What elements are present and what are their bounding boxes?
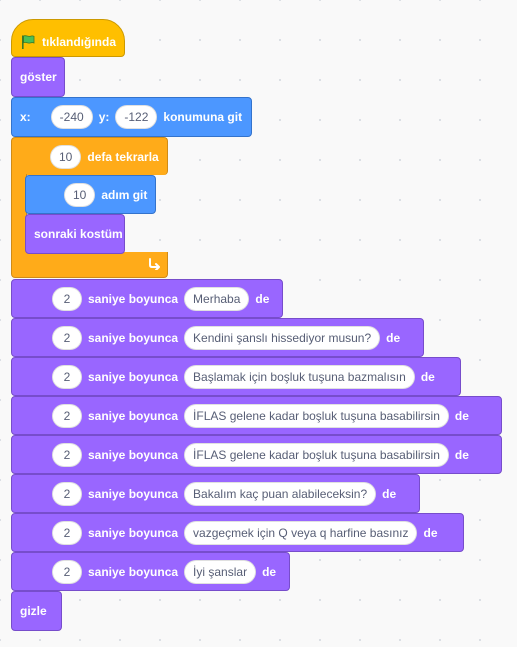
- x-value-input[interactable]: -240: [50, 105, 93, 129]
- x-label: x:: [20, 110, 31, 124]
- hide-label: gizle: [20, 604, 47, 618]
- say-for-secs-block[interactable]: 2 saniye boyunca Merhaba de: [11, 279, 283, 318]
- secs-input[interactable]: 2: [52, 559, 82, 584]
- say-secs-label: saniye boyunca: [88, 447, 179, 462]
- secs-input[interactable]: 2: [52, 520, 82, 545]
- say-suffix-label: de: [423, 525, 438, 540]
- say-for-secs-block[interactable]: 2 saniye boyunca İyi şanslar de: [11, 552, 290, 591]
- say-secs-label: saniye boyunca: [88, 369, 179, 384]
- secs-input[interactable]: 2: [52, 481, 82, 506]
- show-block[interactable]: göster: [11, 57, 65, 97]
- say-for-secs-block[interactable]: 2 saniye boyunca İFLAS gelene kadar boşl…: [11, 435, 502, 474]
- repeat-footer: [11, 252, 168, 278]
- secs-input[interactable]: 2: [52, 442, 82, 467]
- say-suffix-label: de: [386, 330, 401, 345]
- say-suffix-label: de: [382, 486, 397, 501]
- move-steps-label: adım git: [101, 187, 148, 202]
- repeat-count-input[interactable]: 10: [50, 144, 82, 169]
- message-input[interactable]: İFLAS gelene kadar boşluk tuşuna basabil…: [184, 442, 449, 467]
- message-input[interactable]: vazgeçmek için Q veya q harfine basınız: [184, 520, 418, 545]
- say-suffix-label: de: [454, 447, 469, 462]
- say-for-secs-block[interactable]: 2 saniye boyunca Bakalım kaç puan alabil…: [11, 474, 420, 513]
- say-for-secs-block[interactable]: 2 saniye boyunca Başlamak için boşluk tu…: [11, 357, 461, 396]
- say-secs-label: saniye boyunca: [88, 525, 179, 540]
- secs-input[interactable]: 2: [52, 325, 82, 350]
- message-input[interactable]: Başlamak için boşluk tuşuna bazmalısın: [184, 364, 415, 389]
- loop-arrow-icon: [147, 256, 161, 275]
- repeat-block[interactable]: 10 defa tekrarla: [11, 137, 168, 175]
- say-for-secs-block[interactable]: 2 saniye boyunca Kendini şanslı hissediy…: [11, 318, 424, 357]
- message-input[interactable]: Kendini şanslı hissediyor musun?: [184, 325, 381, 350]
- repeat-label: defa tekrarla: [87, 149, 159, 164]
- hide-block[interactable]: gizle: [11, 591, 62, 631]
- secs-input[interactable]: 2: [52, 364, 82, 389]
- steps-input[interactable]: 10: [64, 182, 96, 207]
- green-flag-icon: [20, 34, 36, 50]
- say-for-secs-block[interactable]: 2 saniye boyunca İFLAS gelene kadar boşl…: [11, 396, 502, 435]
- message-input[interactable]: Merhaba: [184, 286, 250, 311]
- y-label: y:: [98, 110, 110, 124]
- secs-input[interactable]: 2: [52, 403, 82, 428]
- move-steps-block[interactable]: 10 adım git: [25, 175, 156, 214]
- y-value-input[interactable]: -122: [115, 105, 158, 129]
- show-label: göster: [20, 70, 57, 84]
- go-to-suffix-label: konumuna git: [163, 110, 243, 124]
- when-flag-clicked-block[interactable]: tıklandığında: [11, 19, 125, 57]
- say-secs-label: saniye boyunca: [88, 408, 179, 423]
- say-secs-label: saniye boyunca: [88, 564, 179, 579]
- message-input[interactable]: İyi şanslar: [184, 559, 257, 584]
- say-suffix-label: de: [420, 369, 435, 384]
- say-suffix-label: de: [255, 291, 270, 306]
- say-suffix-label: de: [262, 564, 277, 579]
- go-to-xy-block[interactable]: x: -240 y: -122 konumuna git: [11, 97, 252, 137]
- say-secs-label: saniye boyunca: [88, 486, 179, 501]
- secs-input[interactable]: 2: [52, 286, 82, 311]
- when-flag-clicked-label: tıklandığında: [42, 35, 117, 49]
- say-secs-label: saniye boyunca: [88, 291, 179, 306]
- say-suffix-label: de: [454, 408, 469, 423]
- say-secs-label: saniye boyunca: [88, 330, 179, 345]
- next-costume-block[interactable]: sonraki kostüm: [25, 214, 125, 254]
- say-for-secs-block[interactable]: 2 saniye boyunca vazgeçmek için Q veya q…: [11, 513, 464, 552]
- message-input[interactable]: Bakalım kaç puan alabileceksin?: [184, 481, 377, 506]
- next-costume-label: sonraki kostüm: [34, 227, 123, 241]
- message-input[interactable]: İFLAS gelene kadar boşluk tuşuna basabil…: [184, 403, 449, 428]
